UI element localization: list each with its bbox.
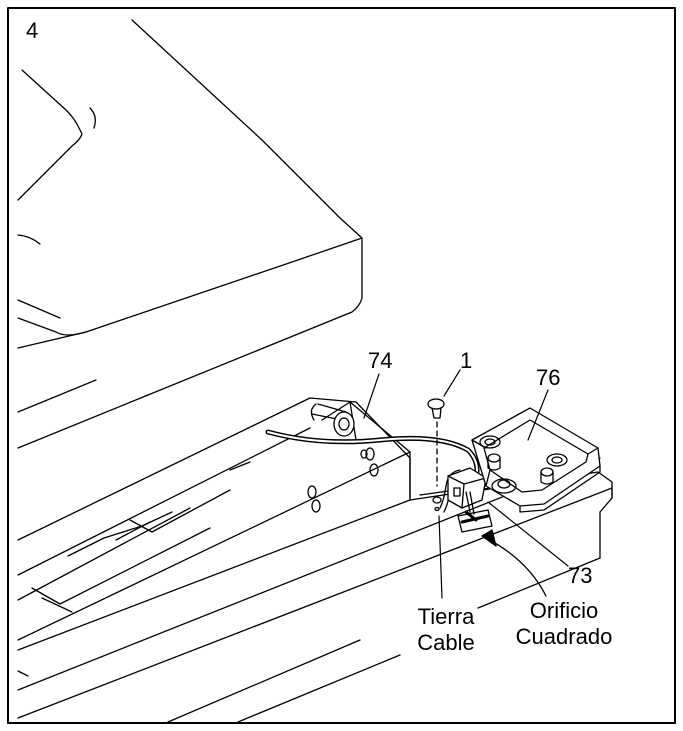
square-hole-arrow xyxy=(481,529,547,597)
callout-1: 1 xyxy=(460,348,473,373)
callout-73: 73 xyxy=(568,563,593,588)
upright-bracket-74 xyxy=(307,401,411,513)
square-hole-label-line1: Orificio xyxy=(529,598,599,623)
leader-lines xyxy=(363,369,569,599)
bracket-76 xyxy=(471,407,601,513)
ground-wire-label-line1: Tierra xyxy=(417,604,475,629)
step-number: 4 xyxy=(26,18,39,43)
square-hole-label-line2: Cuadrado xyxy=(515,624,613,649)
motor-hood xyxy=(17,19,363,449)
ground-wire-label-line2: Cable xyxy=(417,630,475,655)
base-rails xyxy=(17,397,613,723)
connector-73 xyxy=(447,467,493,533)
ground-wire-label: Tierra Cable xyxy=(408,604,484,656)
callout-76: 76 xyxy=(536,365,561,390)
screw-1 xyxy=(427,398,445,512)
square-hole-label: Orificio Cuadrado xyxy=(500,598,628,650)
figure-frame xyxy=(7,7,676,724)
callout-74: 74 xyxy=(368,348,393,373)
wire-cable xyxy=(265,429,480,513)
